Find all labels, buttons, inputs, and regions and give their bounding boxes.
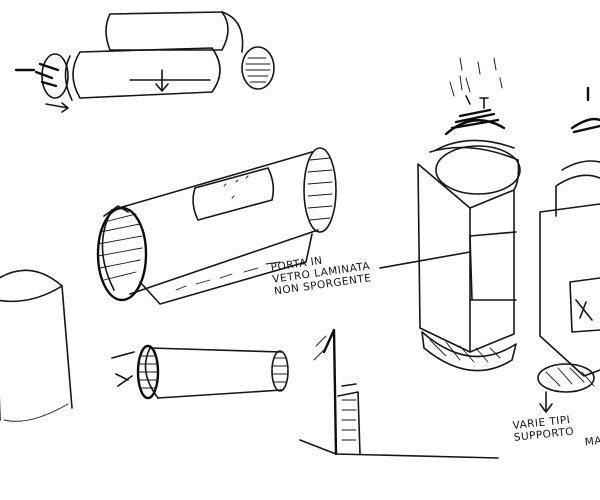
sketch-small-cylinder-bottom (111, 344, 289, 400)
sketch-vertical-unit-right (537, 86, 600, 413)
sketch-tall-open-cylinder (0, 269, 73, 422)
sketch-large-cylinder (96, 147, 337, 305)
sketch-ticks (449, 77, 503, 97)
sketch-small-cylinder-top (14, 11, 275, 113)
sketch-vertical-unit (379, 57, 521, 372)
sketch-wall-section (299, 328, 499, 459)
